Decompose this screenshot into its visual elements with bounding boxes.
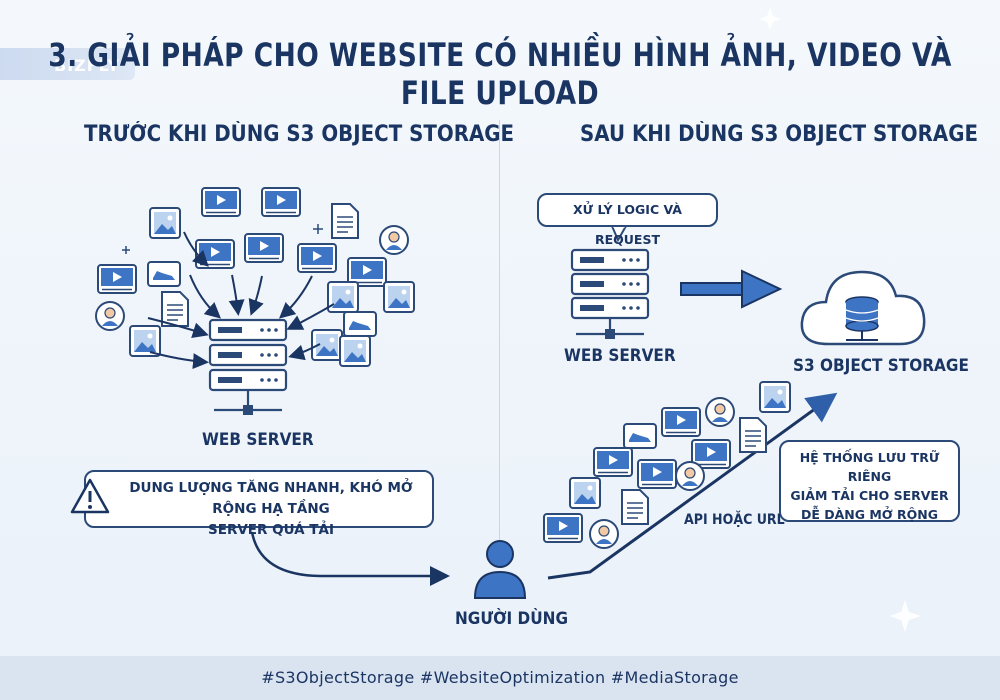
- web-server-left-label: WEB SERVER: [202, 430, 314, 450]
- s3-note-line-1: HỆ THỐNG LƯU TRỮ RIÊNG: [799, 450, 940, 484]
- s3-note-line-3: DỄ DÀNG MỞ RỘNG: [800, 507, 939, 522]
- decor-star: [889, 600, 921, 632]
- s3-note-line-2: GIẢM TẢI CHO SERVER: [790, 488, 949, 503]
- before-heading: TRƯỚC KHI DÙNG S3 OBJECT STORAGE: [84, 122, 515, 147]
- page-title: 3. GIẢI PHÁP CHO WEBSITE CÓ NHIỀU HÌNH Ả…: [48, 36, 952, 112]
- web-server-left-icon: [208, 318, 288, 415]
- warning-bubble: DUNG LƯỢNG TĂNG NHANH, KHÓ MỞ RỘNG HẠ TẦ…: [84, 470, 434, 538]
- warning-line-2: SERVER QUÁ TẢI: [208, 522, 334, 538]
- hashtag-footer: #S3ObjectStorage #WebsiteOptimization #M…: [0, 656, 1000, 700]
- s3-storage-label: S3 OBJECT STORAGE: [793, 356, 969, 376]
- warning-to-user-arrow: [250, 531, 450, 586]
- brand-logo-text: BIZFLY: [54, 56, 120, 75]
- web-server-right-icon: [570, 248, 650, 339]
- sparkles: [122, 224, 323, 254]
- server-to-storage-arrow: [680, 269, 783, 309]
- s3-note-bubble: HỆ THỐNG LƯU TRỮ RIÊNG GIẢM TẢI CHO SERV…: [779, 440, 960, 522]
- api-url-label: API HOẶC URL: [684, 512, 785, 528]
- user-icon: [473, 540, 527, 599]
- user-to-storage-arrow: [547, 392, 838, 580]
- warning-icon: [70, 478, 110, 514]
- converging-arrows: [147, 274, 335, 370]
- s3-storage-cloud-icon: [800, 270, 926, 346]
- warning-line-1: DUNG LƯỢNG TĂNG NHANH, KHÓ MỞ RỘNG HẠ TẦ…: [129, 480, 413, 517]
- web-server-right-label: WEB SERVER: [564, 346, 676, 366]
- brand-logo-tab: BIZFLY: [0, 48, 135, 80]
- decor-star-top: [759, 8, 781, 30]
- after-heading: SAU KHI DÙNG S3 OBJECT STORAGE: [580, 122, 978, 147]
- user-label: NGƯỜI DÙNG: [455, 609, 569, 629]
- logic-bubble: XỬ LÝ LOGIC VÀ REQUEST: [537, 193, 718, 247]
- section-divider: [499, 120, 500, 560]
